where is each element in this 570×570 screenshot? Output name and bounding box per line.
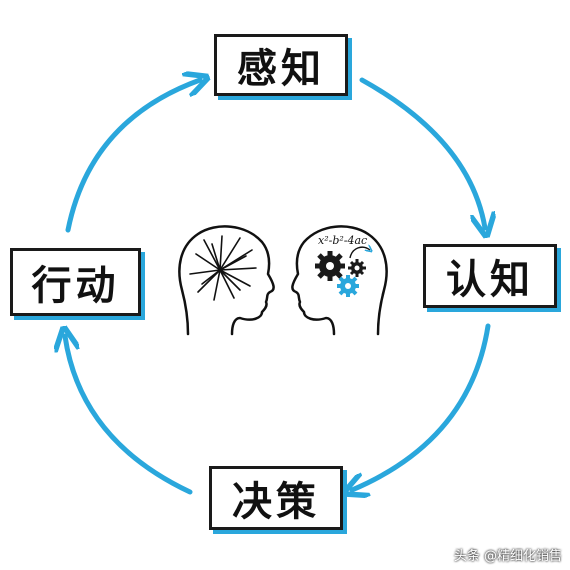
formula-text: x²-b²-4ac [318,234,367,247]
node-action: 行动 [10,248,141,316]
arrow-cognition-to-decision [352,323,491,490]
node-action-label: 行动 [31,263,120,309]
arrow-action-to-perception [65,80,200,233]
node-decision: 决策 [209,466,343,530]
blue-gear-icon [337,275,359,297]
arrow-decision-to-action [65,336,193,495]
node-perception: 感知 [214,34,348,96]
thinking-gears-head-icon: x²-b²-4ac [291,225,388,336]
node-perception-label: 感知 [237,46,325,92]
node-decision-label: 决策 [232,479,320,525]
scattered-thoughts-head-icon [178,225,275,336]
arrow-perception-to-cognition [359,77,485,228]
node-cognition: 认知 [423,244,557,308]
watermark-text: 头条 @精细化销售 [453,549,562,564]
node-cognition-label: 认知 [446,257,534,303]
dark-gear-icon [315,251,345,281]
small-dark-gear-icon [348,259,366,277]
thought-arrow-icon [349,247,370,259]
